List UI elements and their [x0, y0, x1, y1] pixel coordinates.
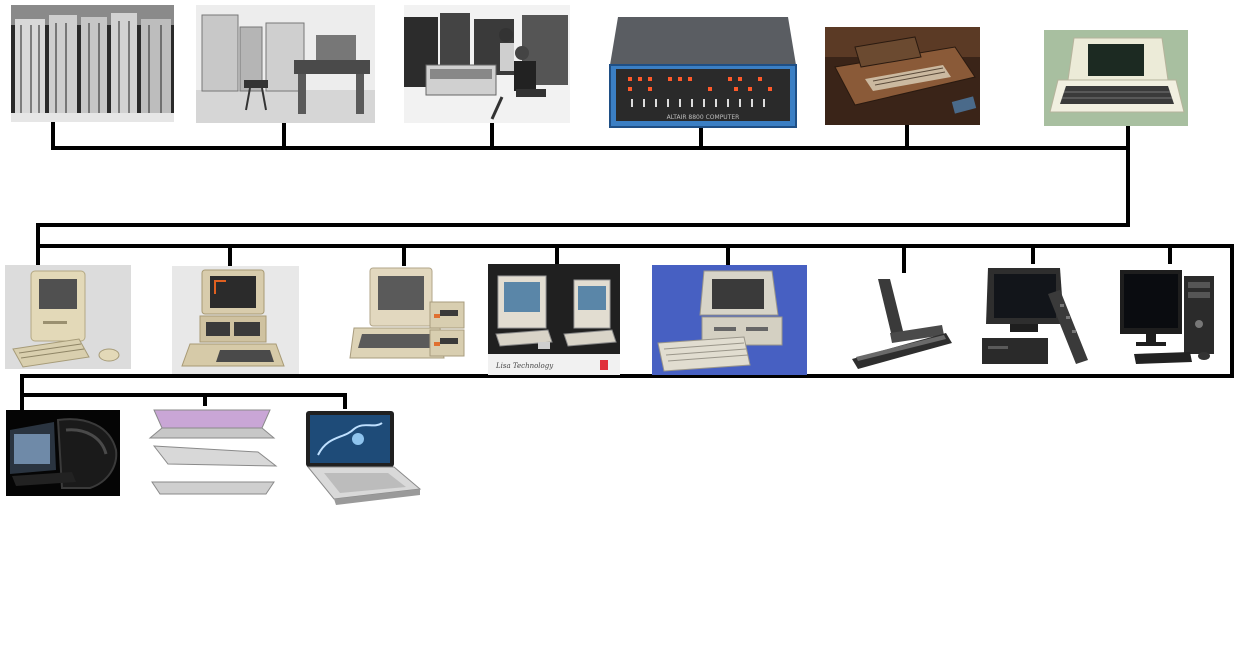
lcd-desktop-tower-photo-icon — [1118, 264, 1218, 374]
ibm-pc-crt-photo-icon — [652, 265, 807, 375]
convertible-tablet-laptop-photo-icon — [304, 409, 422, 505]
crt-desktop-with-remote-photo-icon — [980, 264, 1091, 369]
apple-ii-photo-icon — [172, 266, 299, 374]
operators-at-mainframe-photo-icon — [404, 5, 570, 123]
commodore-pet-photo-icon — [1044, 30, 1188, 126]
folding-arm-device-photo-icon — [848, 273, 954, 370]
apple-1-wooden-case-photo-icon — [825, 27, 980, 125]
macintosh-128k-photo-icon — [5, 265, 131, 369]
apple-ii-disk-drives-photo-icon — [348, 266, 466, 366]
gaming-pc-photo-icon — [6, 410, 120, 496]
svg-text:ALTAIR 8800 COMPUTER: ALTAIR 8800 COMPUTER — [667, 114, 740, 121]
macbook-air-photo-icon — [148, 406, 278, 496]
altair-8800-photo-icon: ALTAIR 8800 COMPUTER — [608, 13, 798, 128]
mainframe-console-photo-icon — [196, 5, 375, 123]
apple-lisa-macintosh-ad-icon: Lisa Technology — [488, 264, 620, 375]
svg-text:Lisa Technology: Lisa Technology — [495, 362, 554, 370]
eniac-mainframe-photo-icon — [11, 5, 174, 122]
